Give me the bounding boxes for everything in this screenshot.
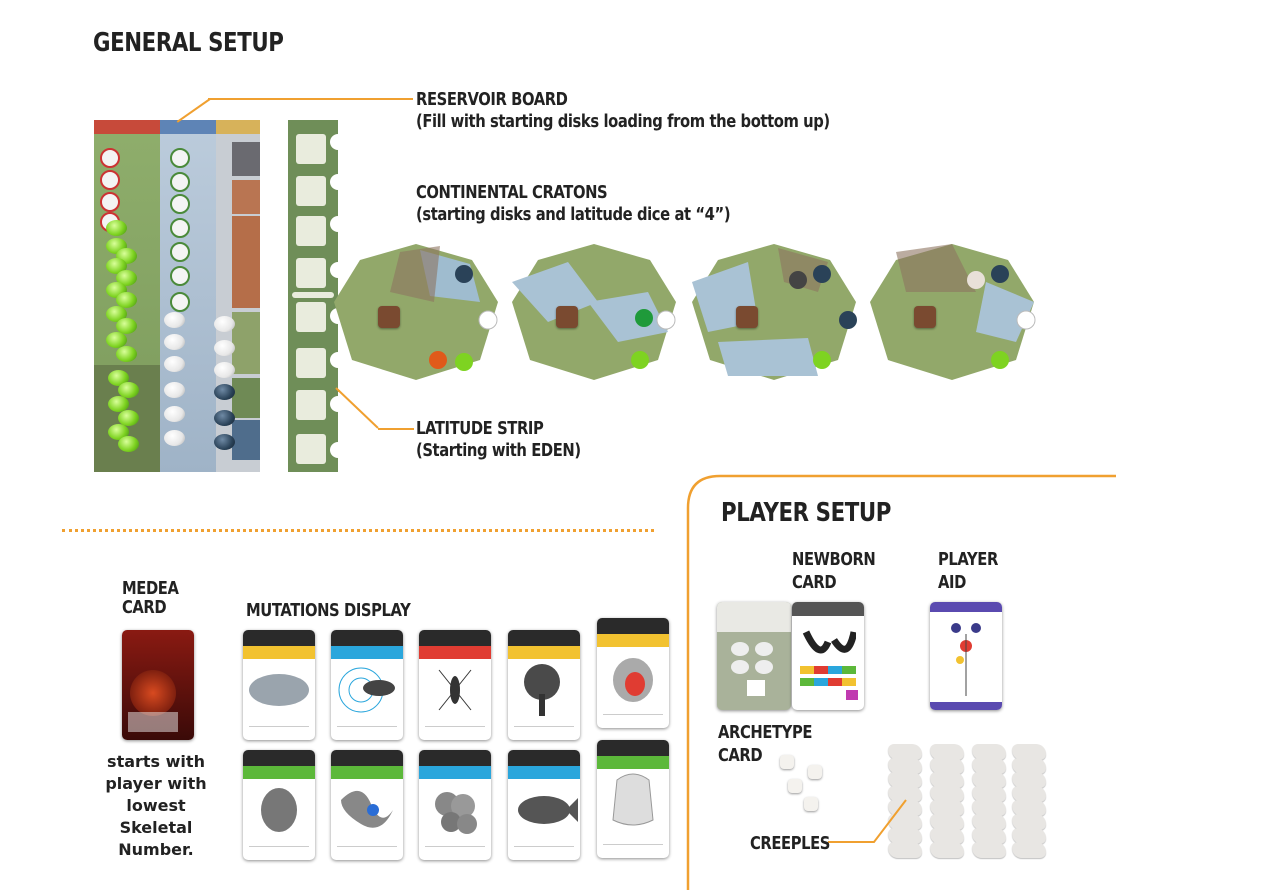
mutation-card — [243, 750, 315, 860]
medea-caption-line2: player with — [105, 774, 207, 793]
mutation-card — [331, 750, 403, 860]
player-setup-frame — [686, 474, 1116, 890]
mutation-card — [597, 740, 669, 858]
section-divider — [62, 529, 654, 532]
creeples-label: CREEPLES — [750, 833, 831, 854]
craton-3 — [688, 242, 860, 382]
mutation-card — [508, 630, 580, 740]
medea-card — [122, 630, 194, 740]
medea-caption-line1: starts with — [107, 752, 205, 771]
archetype-cubes — [780, 755, 830, 815]
newborn-card-label-line1: NEWBORN — [792, 549, 876, 570]
reservoir-board-note: (Fill with starting disks loading from t… — [416, 111, 830, 132]
player-aid-label-line2: AID — [938, 572, 966, 593]
mutation-card — [419, 750, 491, 860]
creeples — [886, 742, 1056, 860]
mutation-card — [419, 630, 491, 740]
player-setup-title: PLAYER SETUP — [721, 498, 891, 528]
latitude-strip-label: LATITUDE STRIP — [416, 418, 544, 439]
reservoir-board-label: RESERVOIR BOARD — [416, 89, 568, 110]
mutation-card — [508, 750, 580, 860]
medea-card-label-line1: MEDEA — [122, 578, 179, 599]
latitude-strip — [288, 120, 338, 472]
archetype-card-label-line2: CARD — [718, 745, 763, 766]
medea-caption-line4: Number. — [118, 840, 194, 859]
mutations-display-label: MUTATIONS DISPLAY — [246, 600, 411, 621]
mutation-card — [597, 618, 669, 728]
archetype-card-label-line1: ARCHETYPE — [718, 722, 813, 743]
endoskeletal-card — [717, 602, 791, 710]
mutation-card — [331, 630, 403, 740]
reservoir-board — [94, 120, 338, 472]
craton-4 — [866, 242, 1038, 382]
medea-card-label-line2: CARD — [122, 597, 167, 618]
mutation-card — [243, 630, 315, 740]
latitude-strip-note: (Starting with EDEN) — [416, 440, 581, 461]
player-aid-card — [930, 602, 1002, 710]
craton-1 — [330, 242, 502, 382]
newborn-card-label-line2: CARD — [792, 572, 837, 593]
general-setup-title: GENERAL SETUP — [93, 28, 284, 58]
craton-2 — [508, 242, 680, 382]
newborn-card — [792, 602, 864, 710]
medea-caption-line3: lowest Skeletal — [119, 796, 193, 837]
continental-cratons-note: (starting disks and latitude dice at “4”… — [416, 204, 731, 225]
player-aid-label-line1: PLAYER — [938, 549, 998, 570]
continental-cratons-label: CONTINENTAL CRATONS — [416, 182, 608, 203]
